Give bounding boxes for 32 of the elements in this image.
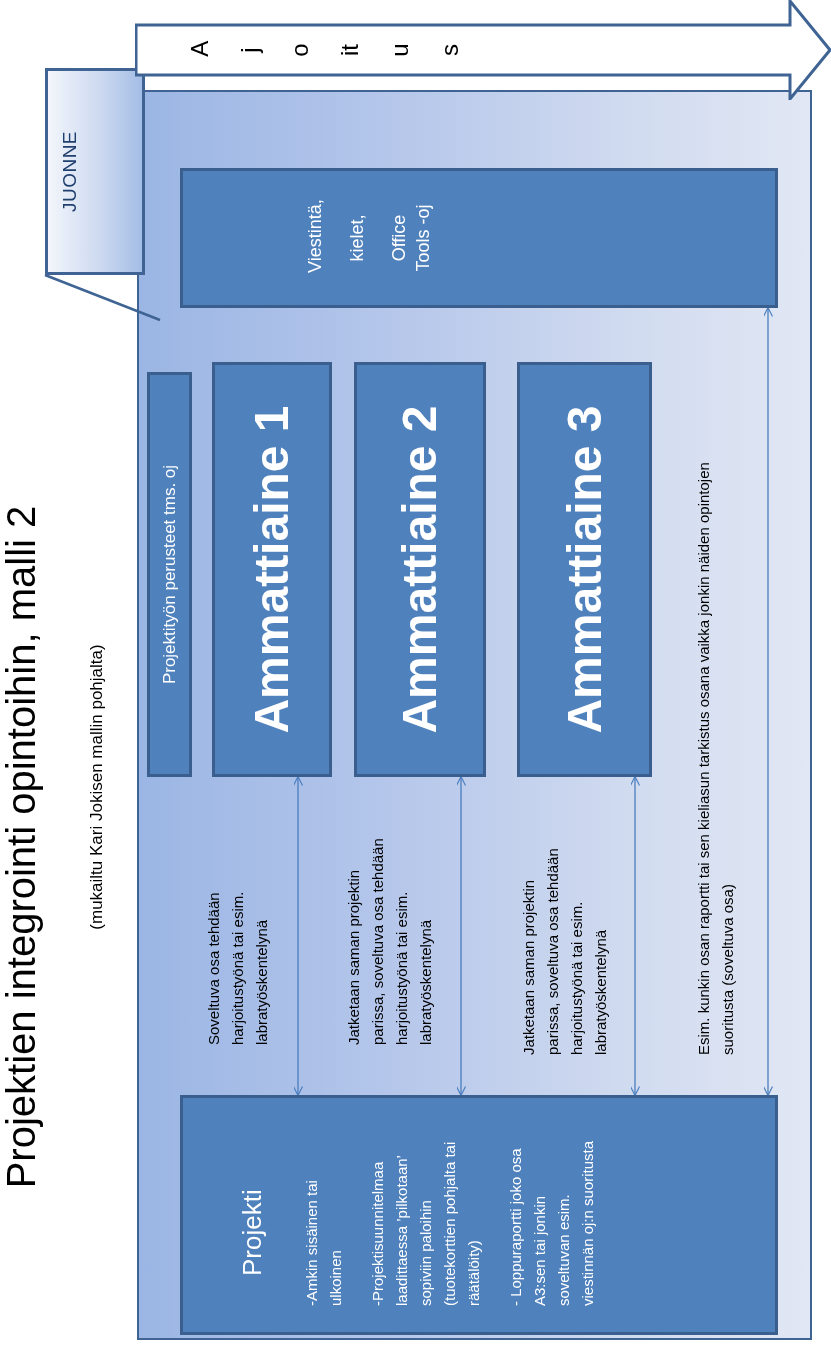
box-text: kielet, bbox=[346, 213, 368, 264]
callout-box bbox=[45, 68, 145, 275]
annotation-text: Soveltuva osa tehdään harjoitustyönä tai esim. labratyöskentelynä bbox=[204, 890, 271, 1045]
bullet-text: -Projektisuunnitelmaa laadittaessa ’pilkotaan’ sopiviin paloihin (tuotekorttien pohjalta tai räätälöity) bbox=[368, 1140, 483, 1306]
bullet-text: - Loppuraportti joko osa A3:sen tai jonkin soveltuvan esim. viestinnän oj:n suoritusta bbox=[506, 1139, 597, 1306]
double-arrow bbox=[292, 775, 304, 1097]
process-box bbox=[212, 362, 332, 777]
timeline-label: Ajoitus bbox=[185, 43, 464, 57]
process-box bbox=[354, 362, 486, 777]
process-box bbox=[180, 1095, 778, 1335]
callout-label: JUONNE bbox=[58, 131, 81, 212]
double-arrow bbox=[762, 306, 774, 1097]
annotation-text: Esim. kunkin osan raportti tai sen kieliasun tarkistus osana vaikka jonkin näiden opintojen suoritusta (soveltuva osa) bbox=[694, 461, 737, 1055]
box-title: Projektityön perusteet tms. oj bbox=[158, 464, 180, 685]
double-arrow bbox=[455, 775, 467, 1097]
timeline-arrow bbox=[135, 0, 831, 100]
process-box bbox=[517, 362, 652, 777]
box-title: Ammattiaine 2 bbox=[396, 405, 444, 734]
box-title: Ammattiaine 3 bbox=[560, 405, 609, 734]
box-title: Ammattiaine 1 bbox=[248, 405, 296, 734]
background-panel bbox=[137, 90, 812, 1340]
annotation-text: Jatketaan saman projektin parissa, soveltuva osa tehdään harjoitustyönä tai esim. labratyöskentelynä bbox=[344, 837, 435, 1045]
process-box bbox=[147, 372, 192, 777]
process-box bbox=[180, 168, 778, 308]
subtitle: (mukailtu Kari Jokisen mallin pohjalta) bbox=[86, 643, 107, 932]
title: Projektien integrointi opintoihin, malli 2 bbox=[0, 504, 44, 1191]
double-arrow bbox=[629, 775, 641, 1097]
box-title: Projekti bbox=[236, 1188, 268, 1278]
annotation-text: Jatketaan saman projektin parissa, soveltuva osa tehdään harjoitustyönä tai esim. labratyöskentelynä bbox=[519, 847, 610, 1055]
bullet-text: -Amkin sisäinen tai ulkoinen bbox=[302, 1179, 345, 1306]
box-text: Office Tools -oj bbox=[388, 203, 434, 273]
leader-line bbox=[44, 273, 161, 322]
